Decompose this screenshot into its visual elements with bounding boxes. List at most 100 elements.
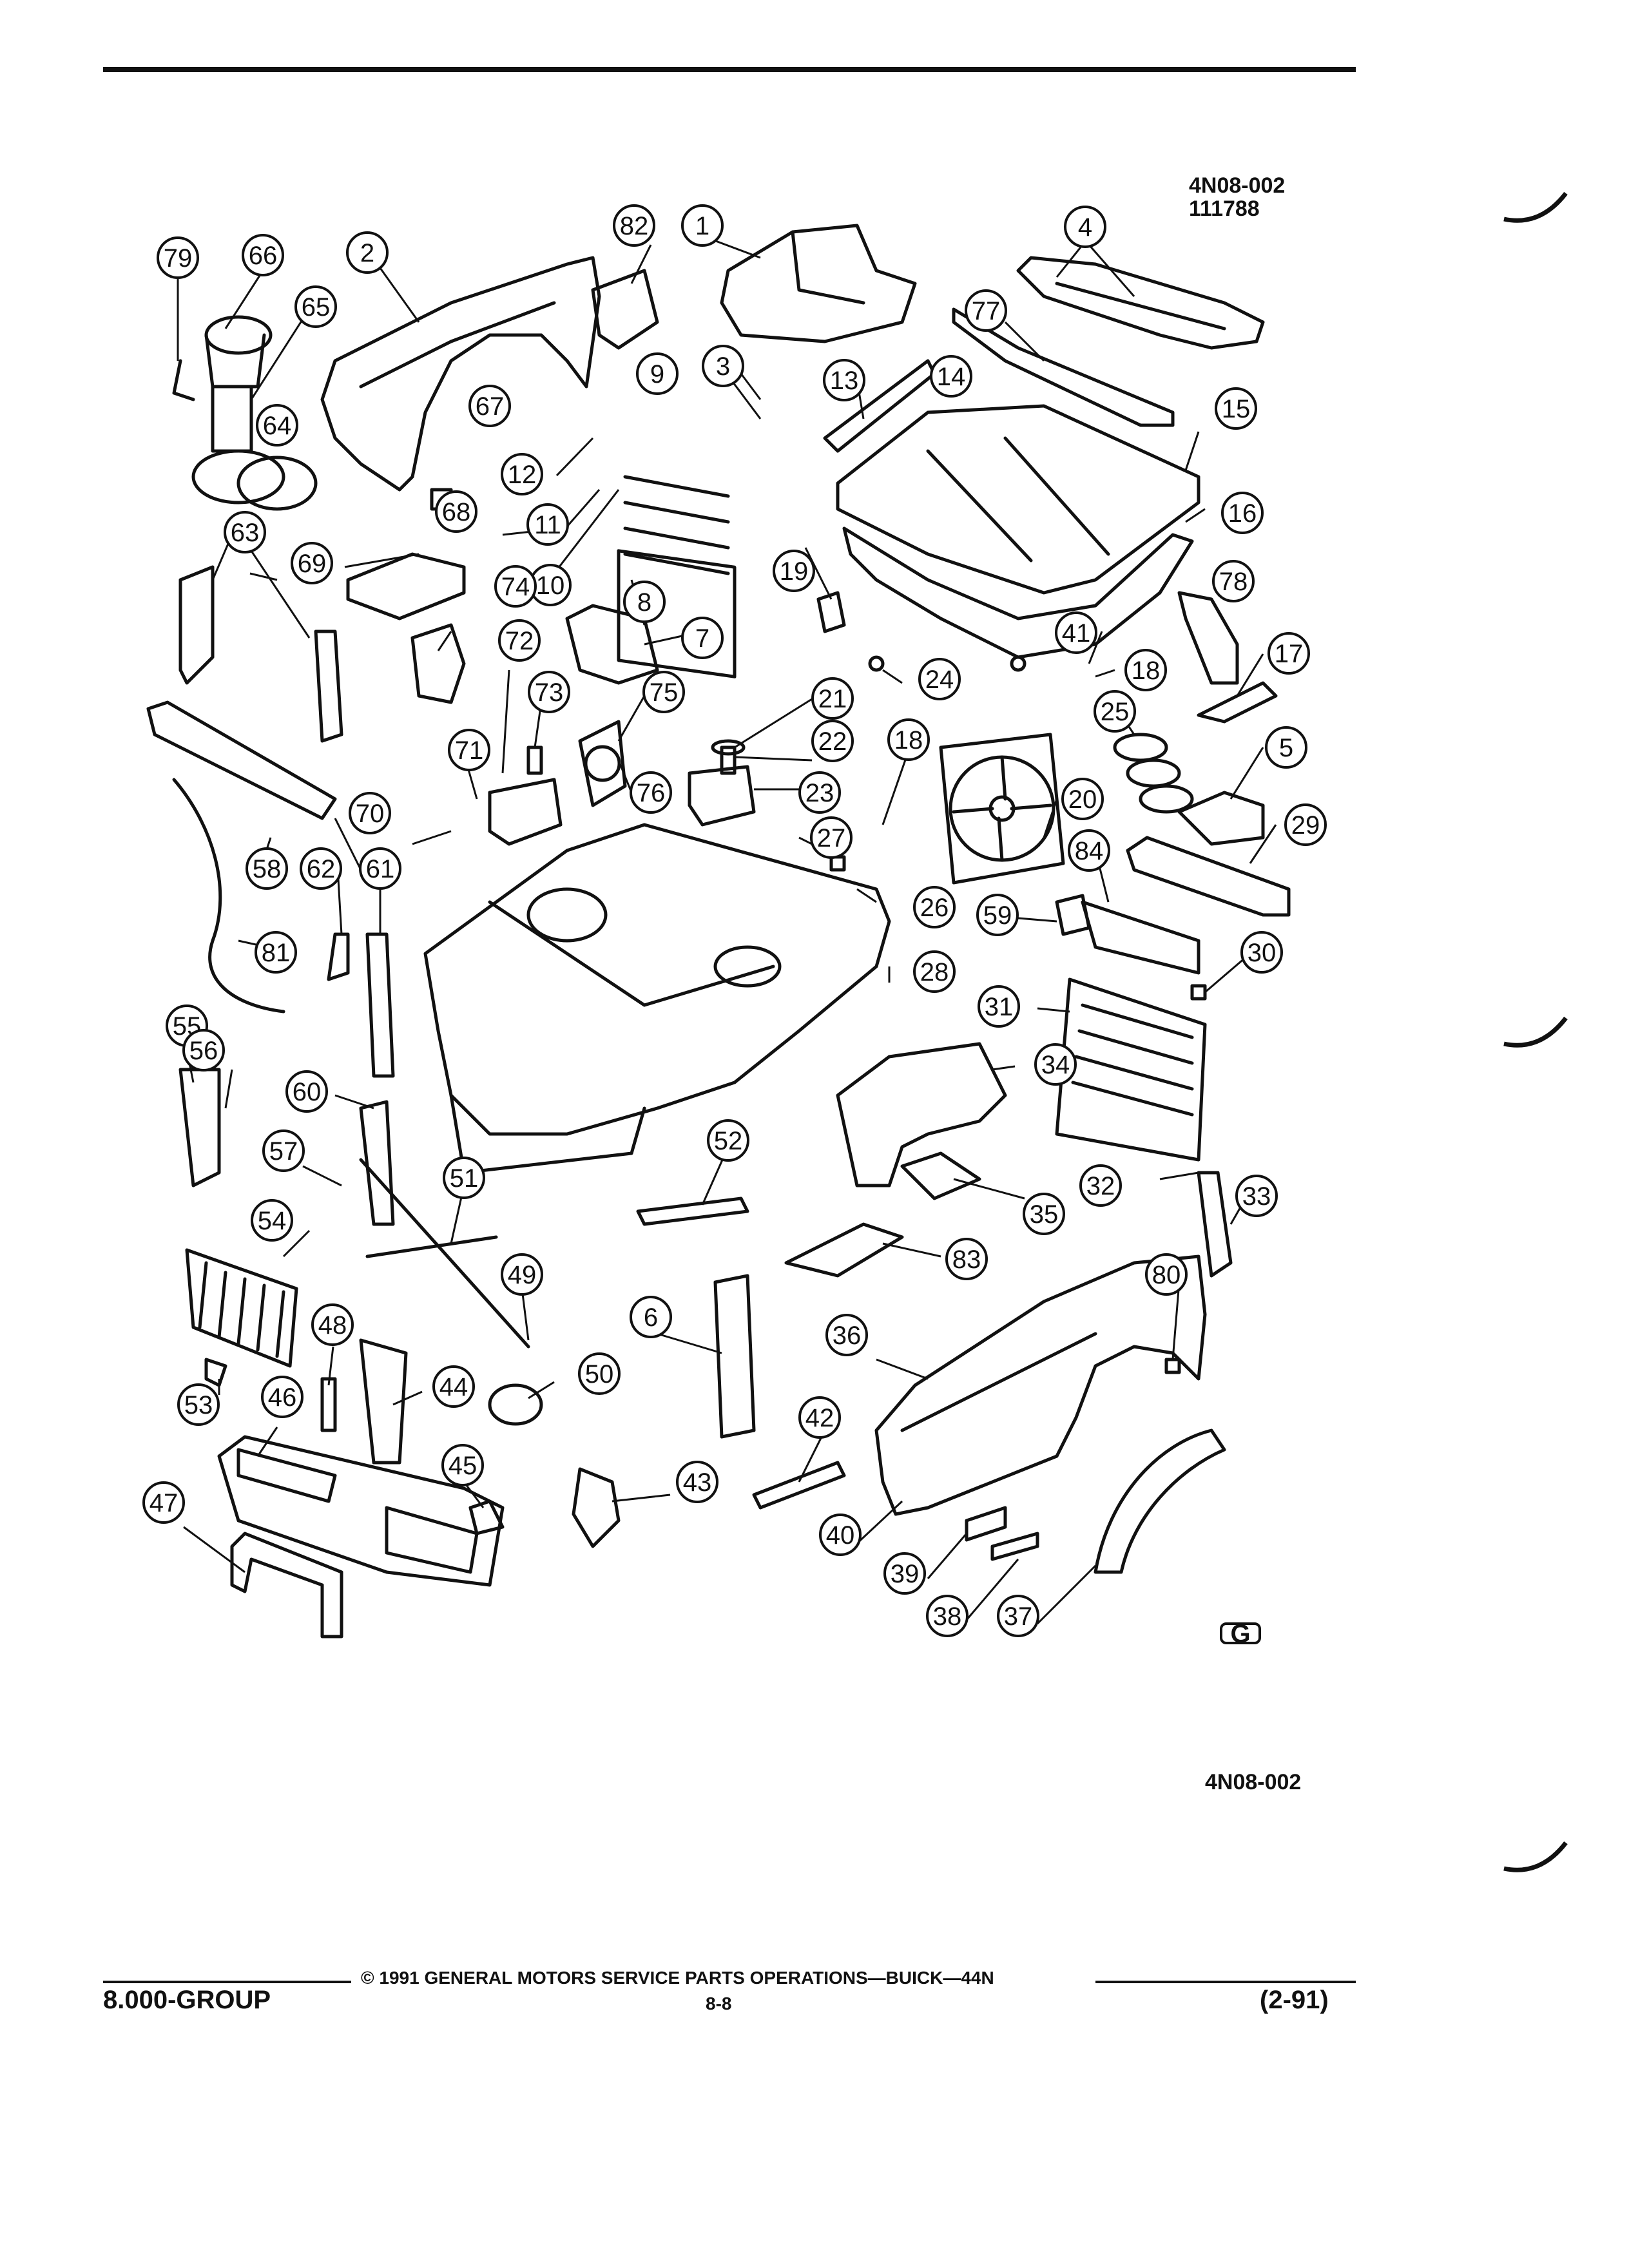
callout-circle bbox=[448, 729, 490, 771]
part-bracket-44 bbox=[359, 1338, 408, 1465]
callout-circle bbox=[1064, 206, 1106, 248]
part-front-fascia bbox=[217, 1435, 505, 1587]
callout-circle bbox=[1034, 1043, 1077, 1086]
footer-page-number: 8-8 bbox=[706, 1994, 732, 2013]
callout-54: 54 bbox=[251, 1199, 293, 1242]
callout-circle bbox=[930, 355, 972, 398]
part-small-fan bbox=[578, 720, 627, 807]
callout-81: 81 bbox=[255, 931, 297, 974]
callout-number: 76 bbox=[637, 779, 666, 807]
callout-circle bbox=[1240, 931, 1283, 974]
callout-53: 53 bbox=[177, 1383, 220, 1426]
callout-circle bbox=[630, 1296, 672, 1338]
part-cable-17 bbox=[1197, 681, 1278, 724]
part-bracket-62 bbox=[327, 932, 350, 981]
callout-circle bbox=[681, 204, 724, 247]
callout-57: 57 bbox=[262, 1129, 305, 1172]
callout-circle bbox=[707, 1119, 749, 1162]
callout-number: 29 bbox=[1291, 811, 1320, 840]
callout-23: 23 bbox=[798, 771, 841, 814]
callout-36: 36 bbox=[825, 1314, 868, 1356]
callout-circle bbox=[1284, 803, 1327, 846]
part-panel-6 bbox=[713, 1274, 756, 1439]
callout-13: 13 bbox=[823, 359, 865, 401]
callout-number: 34 bbox=[1041, 1051, 1070, 1079]
callout-20: 20 bbox=[1061, 778, 1104, 820]
part-wheelhouse-molding bbox=[1094, 1428, 1226, 1574]
callout-circle bbox=[526, 503, 569, 546]
footer-copyright: © 1991 GENERAL MOTORS SERVICE PARTS OPER… bbox=[361, 1968, 994, 1988]
callout-number: 74 bbox=[501, 573, 530, 601]
callout-circle bbox=[498, 619, 541, 662]
callout-circle bbox=[819, 1514, 862, 1556]
callout-62: 62 bbox=[300, 847, 342, 890]
callout-76: 76 bbox=[630, 771, 672, 814]
callout-circle bbox=[242, 234, 284, 276]
callout-number: 22 bbox=[818, 727, 847, 756]
footer-rule-right bbox=[1095, 1981, 1356, 1983]
callout-75: 75 bbox=[642, 671, 685, 713]
callout-circle bbox=[976, 894, 1019, 936]
callout-18: 18 bbox=[1124, 649, 1167, 691]
callout-number: 40 bbox=[826, 1521, 855, 1550]
callout-circle bbox=[825, 1314, 868, 1356]
callout-circle bbox=[1079, 1164, 1122, 1207]
part-bracket-43 bbox=[572, 1467, 621, 1548]
callout-circle bbox=[435, 490, 477, 533]
callout-48: 48 bbox=[311, 1303, 354, 1346]
part-reservoir bbox=[410, 623, 563, 846]
part-panel-83 bbox=[784, 1222, 904, 1278]
callout-number: 20 bbox=[1068, 785, 1097, 814]
callout-circle bbox=[1094, 690, 1136, 733]
callout-number: 61 bbox=[366, 855, 395, 883]
callout-63: 63 bbox=[224, 511, 266, 553]
callout-67: 67 bbox=[468, 385, 511, 427]
callout-circle bbox=[142, 1481, 185, 1524]
part-bracket-82 bbox=[591, 269, 659, 350]
callout-35: 35 bbox=[1023, 1193, 1065, 1235]
callout-number: 41 bbox=[1062, 619, 1091, 648]
callout-circle bbox=[613, 204, 655, 247]
callout-circle bbox=[501, 453, 543, 495]
callout-number: 28 bbox=[920, 958, 949, 986]
callout-28: 28 bbox=[913, 950, 956, 993]
callout-circle bbox=[918, 658, 961, 700]
callout-number: 60 bbox=[293, 1078, 322, 1106]
callout-number: 19 bbox=[780, 557, 809, 586]
part-body-structure bbox=[423, 823, 891, 1175]
callout-27: 27 bbox=[810, 816, 853, 859]
callout-4: 4 bbox=[1064, 206, 1106, 248]
callout-number: 21 bbox=[818, 685, 847, 713]
callout-number: 84 bbox=[1075, 837, 1104, 865]
callout-number: 38 bbox=[933, 1602, 962, 1631]
part-rod-51 bbox=[365, 1235, 498, 1258]
callout-number: 17 bbox=[1275, 640, 1304, 668]
callout-number: 37 bbox=[1004, 1602, 1033, 1631]
part-radiator bbox=[1055, 977, 1207, 1162]
callout-number: 16 bbox=[1228, 499, 1257, 528]
callout-24: 24 bbox=[918, 658, 961, 700]
callout-circle bbox=[224, 511, 266, 553]
part-clip-45 bbox=[468, 1499, 505, 1535]
callout-32: 32 bbox=[1079, 1164, 1122, 1207]
callout-circle bbox=[256, 404, 298, 447]
callout-number: 31 bbox=[985, 993, 1014, 1021]
part-nut-27 bbox=[829, 855, 846, 872]
callout-60: 60 bbox=[285, 1070, 328, 1113]
callout-circle bbox=[246, 847, 288, 890]
callout-number: 42 bbox=[805, 1404, 834, 1432]
callout-number: 57 bbox=[269, 1137, 298, 1166]
callout-number: 67 bbox=[476, 392, 505, 421]
callout-circle bbox=[177, 1383, 220, 1426]
callout-number: 5 bbox=[1279, 734, 1293, 762]
callout-82: 82 bbox=[613, 204, 655, 247]
part-bracket-55 bbox=[178, 1068, 221, 1187]
callout-circle bbox=[1268, 632, 1310, 675]
callout-circle bbox=[1212, 560, 1255, 602]
callout-number: 63 bbox=[231, 519, 260, 547]
callout-circle bbox=[261, 1376, 304, 1418]
callout-number: 23 bbox=[805, 779, 834, 807]
callout-number: 82 bbox=[620, 212, 649, 240]
callout-39: 39 bbox=[883, 1552, 926, 1595]
callout-number: 24 bbox=[925, 666, 954, 694]
